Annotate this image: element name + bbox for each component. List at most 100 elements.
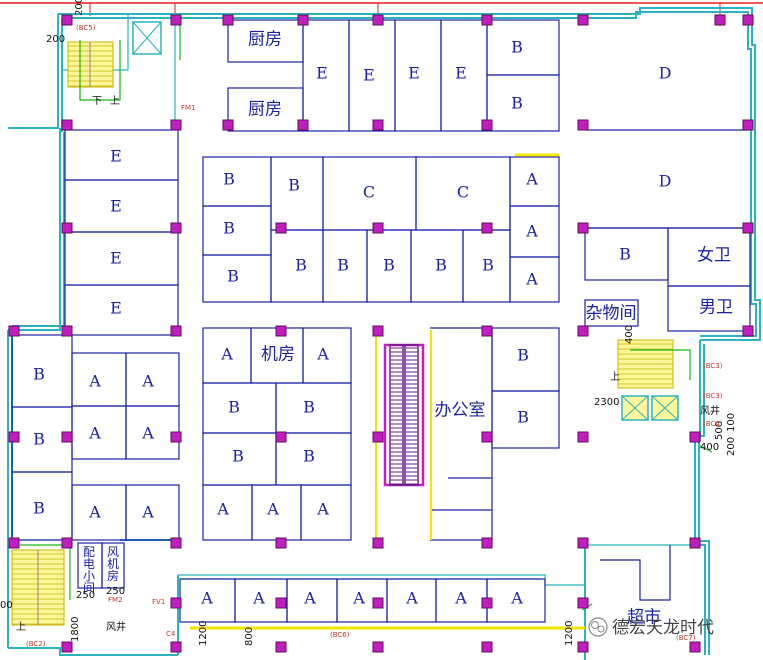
dimension-label: 2300	[594, 397, 619, 408]
escalator	[383, 343, 425, 487]
grid-tag: (BC2)	[26, 640, 46, 648]
structural-columns	[8, 14, 754, 653]
structural-column	[481, 597, 493, 609]
structural-column	[275, 431, 287, 443]
room-kitchen: 厨房	[248, 30, 282, 50]
room-e: E	[408, 64, 420, 83]
dimension-label: 400	[624, 325, 635, 344]
room-storage: 杂物间	[586, 304, 637, 324]
structural-column	[742, 325, 754, 337]
room-b: B	[295, 256, 307, 275]
dimension-label: 400	[700, 442, 719, 453]
dimension-label: 1200	[564, 621, 575, 646]
structural-column	[742, 14, 754, 26]
stair-up-label: 上	[16, 621, 26, 633]
structural-column	[275, 222, 287, 234]
structural-column	[8, 325, 20, 337]
room-fan-room: 风机房	[107, 545, 119, 583]
room-b: B	[223, 170, 235, 189]
room-a: A	[266, 500, 279, 519]
structural-column	[170, 325, 182, 337]
room-e: E	[110, 299, 122, 318]
structural-column	[170, 597, 182, 609]
grid-tag: (BC7)	[676, 634, 696, 642]
structural-column	[689, 431, 701, 443]
stair-east	[617, 339, 674, 389]
room-a: A	[200, 589, 213, 608]
structural-column	[577, 597, 589, 609]
vertical-room-labels: 配电小间 风机房	[83, 545, 119, 595]
room-b: B	[619, 245, 631, 264]
structural-column	[372, 431, 384, 443]
wechat-icon-bubble	[591, 621, 599, 629]
structural-column	[297, 119, 309, 131]
room-b: B	[33, 365, 45, 384]
structural-column	[297, 14, 309, 26]
room-b: B	[337, 256, 349, 275]
structural-column	[481, 119, 493, 131]
room-a: A	[220, 345, 233, 364]
room-b: B	[435, 256, 447, 275]
room-e: E	[110, 147, 122, 166]
stair-nw	[67, 41, 114, 88]
room-b: B	[288, 176, 300, 195]
room-a: A	[454, 589, 467, 608]
structural-column	[742, 222, 754, 234]
room-labels: 厨房 厨房 E E E E B B D D E E E E B B B B C …	[33, 30, 733, 628]
structural-column	[742, 119, 754, 131]
room-supermarket: 超市	[627, 608, 661, 628]
structural-column	[372, 119, 384, 131]
structural-column	[275, 537, 287, 549]
structural-column	[577, 537, 589, 549]
room-a: A	[216, 500, 229, 519]
room-e: E	[363, 66, 375, 85]
structural-column	[170, 537, 182, 549]
elevator-nw	[132, 21, 162, 55]
room-c: C	[363, 183, 375, 202]
structural-column	[372, 537, 384, 549]
door-tag: FM1	[181, 104, 196, 112]
room-b: B	[517, 346, 529, 365]
wechat-icon-bubble	[597, 625, 605, 633]
room-a: A	[88, 503, 101, 522]
room-a: A	[405, 589, 418, 608]
dimension-label: 00	[0, 600, 13, 611]
room-machine-room: 机房	[261, 345, 295, 365]
exterior-wall	[7, 7, 761, 660]
dimension-label: 250	[106, 586, 125, 597]
structural-column	[8, 431, 20, 443]
room-b: B	[227, 267, 239, 286]
room-a: A	[525, 222, 538, 241]
room-a: A	[141, 424, 154, 443]
structural-column	[372, 641, 384, 653]
structural-column	[714, 14, 726, 26]
structural-column	[8, 537, 20, 549]
structural-column	[689, 641, 701, 653]
structural-column	[275, 641, 287, 653]
watermark-text: 德宏天龙时代	[612, 618, 714, 638]
room-d: D	[659, 172, 672, 191]
structural-column	[577, 119, 589, 131]
structural-column	[481, 222, 493, 234]
room-a: A	[252, 589, 265, 608]
door-tag: C4	[166, 630, 176, 638]
dimension-label: 200	[46, 34, 65, 45]
room-b: B	[33, 430, 45, 449]
structural-column	[577, 431, 589, 443]
room-b: B	[232, 447, 244, 466]
structural-column	[170, 641, 182, 653]
room-a: A	[316, 345, 329, 364]
room-mens-restroom: 男卫	[699, 298, 733, 318]
structural-column	[170, 119, 182, 131]
room-a: A	[303, 589, 316, 608]
stair-up-label: 上	[610, 371, 620, 383]
structural-column	[61, 14, 73, 26]
structural-column	[577, 641, 589, 653]
door-tag: FM2	[108, 596, 123, 604]
room-b: B	[303, 447, 315, 466]
room-a: A	[141, 372, 154, 391]
structural-column	[275, 325, 287, 337]
room-a: A	[525, 270, 538, 289]
room-a: A	[316, 500, 329, 519]
room-b: B	[517, 408, 529, 427]
